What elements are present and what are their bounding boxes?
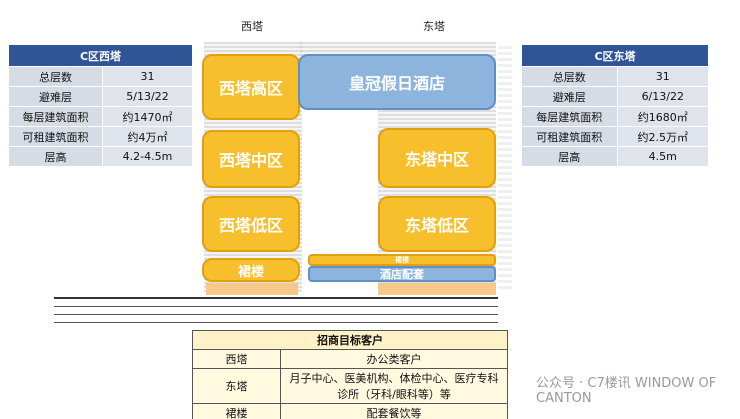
row-label: 每层建筑面积 (8, 106, 103, 127)
row-label: 避难层 (8, 86, 103, 107)
row-value: 约4万㎡ (102, 126, 193, 147)
west-table-header: C区西塔 (8, 44, 193, 67)
table-row: 西塔办公类客户 (192, 349, 508, 369)
row-label: 总层数 (521, 66, 618, 87)
east-tower-title: 东塔 (423, 20, 445, 33)
row-label: 总层数 (8, 66, 103, 87)
building-section-diagram: 西塔高区 皇冠假日酒店 西塔中区 东塔中区 西塔低区 东塔低区 裙楼 裙楼 酒店… (196, 42, 516, 304)
row-label: 避难层 (521, 86, 618, 107)
table-row: 每层建筑面积约1680㎡ (521, 106, 710, 127)
basement-line-3 (54, 322, 498, 323)
table-row: 裙楼配套餐饮等 (192, 403, 508, 419)
row-label: 可租建筑面积 (8, 126, 103, 147)
zone-west-low: 西塔低区 (202, 196, 300, 252)
west-lobby (206, 283, 298, 295)
floor-number-scale (498, 46, 512, 292)
row-value: 31 (616, 66, 710, 87)
row-label: 可租建筑面积 (521, 126, 618, 147)
client-table-header: 招商目标客户 (192, 330, 508, 350)
west-tower-title: 西塔 (241, 20, 263, 33)
zone-podium: 裙楼 (202, 258, 300, 282)
row-label: 裙楼 (192, 403, 281, 419)
east-lobby (378, 283, 496, 295)
zone-west-mid: 西塔中区 (202, 130, 300, 188)
table-row: 可租建筑面积约4万㎡ (8, 126, 193, 147)
row-value: 31 (102, 66, 193, 87)
ground-line (54, 297, 498, 299)
ground-basement-section (54, 297, 498, 327)
row-value: 4.5m (616, 146, 710, 167)
zone-hotel-support: 酒店配套 (308, 266, 496, 282)
row-value: 约1470㎡ (102, 106, 193, 127)
row-value: 配套餐饮等 (280, 403, 508, 419)
table-row: 东塔月子中心、医美机构、体检中心、医疗专科诊所（牙科/眼科等）等 (192, 368, 508, 404)
row-value: 6/13/22 (616, 86, 710, 107)
row-label: 每层建筑面积 (521, 106, 618, 127)
row-value: 办公类客户 (280, 349, 508, 369)
row-value: 4.2-4.5m (102, 146, 193, 167)
watermark: 公众号 · C7楼讯 WINDOW OF CANTON (536, 376, 717, 406)
row-label: 西塔 (192, 349, 281, 369)
target-client-table: 招商目标客户 西塔办公类客户 东塔月子中心、医美机构、体检中心、医疗专科诊所（牙… (192, 330, 508, 419)
table-row: 每层建筑面积约1470㎡ (8, 106, 193, 127)
basement-line-1 (54, 306, 498, 307)
zone-podium-east: 裙楼 (308, 254, 496, 266)
table-row: 可租建筑面积约2.5万㎡ (521, 126, 710, 147)
zone-east-mid: 东塔中区 (378, 128, 496, 188)
row-label: 东塔 (192, 368, 281, 404)
zone-west-high: 西塔高区 (202, 54, 300, 120)
east-table-header: C区东塔 (521, 44, 709, 67)
zone-east-low: 东塔低区 (378, 196, 496, 252)
row-value: 5/13/22 (102, 86, 193, 107)
zone-hotel: 皇冠假日酒店 (298, 54, 496, 110)
basement-line-2 (54, 314, 498, 315)
row-label: 层高 (521, 146, 618, 167)
row-label: 层高 (8, 146, 103, 167)
row-value: 约2.5万㎡ (616, 126, 710, 147)
row-value: 月子中心、医美机构、体检中心、医疗专科诊所（牙科/眼科等）等 (280, 368, 508, 404)
row-value: 约1680㎡ (616, 106, 710, 127)
